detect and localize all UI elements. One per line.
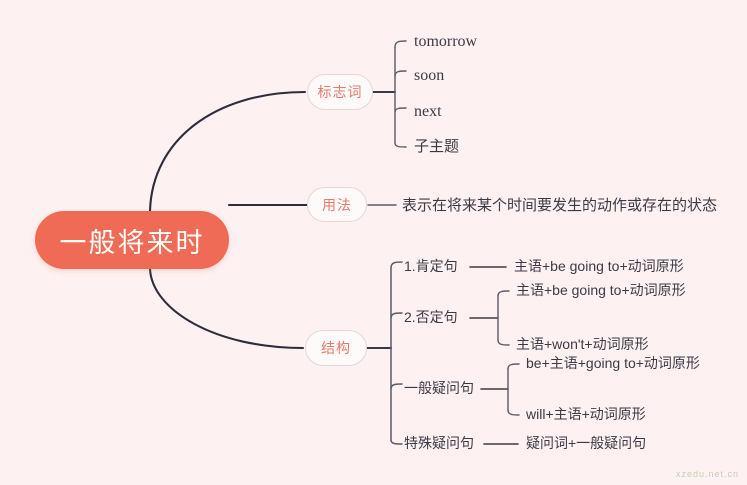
branch-node-label: 标志词 — [317, 84, 363, 100]
leaf-special-question[interactable]: 特殊疑问句 — [404, 435, 474, 451]
leaf-affirmative-sentence[interactable]: 1.肯定句 — [404, 258, 458, 274]
branch-node-structure[interactable]: 结构 — [305, 330, 367, 366]
branch-node-marker-words[interactable]: 标志词 — [307, 74, 373, 110]
root-node-label: 一般将来时 — [59, 227, 205, 258]
root-node[interactable]: 一般将来时 — [35, 211, 229, 269]
leaf-tomorrow[interactable]: tomorrow — [414, 33, 478, 50]
leaf-general-question-formula-will[interactable]: will+主语+动词原形 — [526, 406, 646, 422]
leaf-soon[interactable]: soon — [414, 67, 445, 84]
leaf-negative-formula-be-going-to[interactable]: 主语+be going to+动词原形 — [516, 282, 686, 298]
leaf-general-question-formula-be[interactable]: be+主语+going to+动词原形 — [526, 355, 700, 371]
branch-node-label: 用法 — [322, 196, 352, 213]
branch-node-usage[interactable]: 用法 — [307, 187, 367, 222]
leaf-negative-formula-wont[interactable]: 主语+won't+动词原形 — [516, 336, 649, 352]
leaf-special-question-formula[interactable]: 疑问词+一般疑问句 — [526, 435, 647, 451]
leaf-usage-description[interactable]: 表示在将来某个时间要发生的动作或存在的状态 — [402, 197, 718, 214]
watermark: xzedu.net.cn — [675, 469, 739, 479]
leaf-negative-sentence[interactable]: 2.否定句 — [404, 309, 458, 325]
leaf-affirmative-formula[interactable]: 主语+be going to+动词原形 — [514, 258, 684, 274]
leaf-subtopic[interactable]: 子主题 — [414, 138, 460, 155]
leaf-next[interactable]: next — [414, 103, 442, 120]
branch-node-label: 结构 — [321, 340, 351, 356]
leaf-general-question[interactable]: 一般疑问句 — [404, 380, 474, 396]
